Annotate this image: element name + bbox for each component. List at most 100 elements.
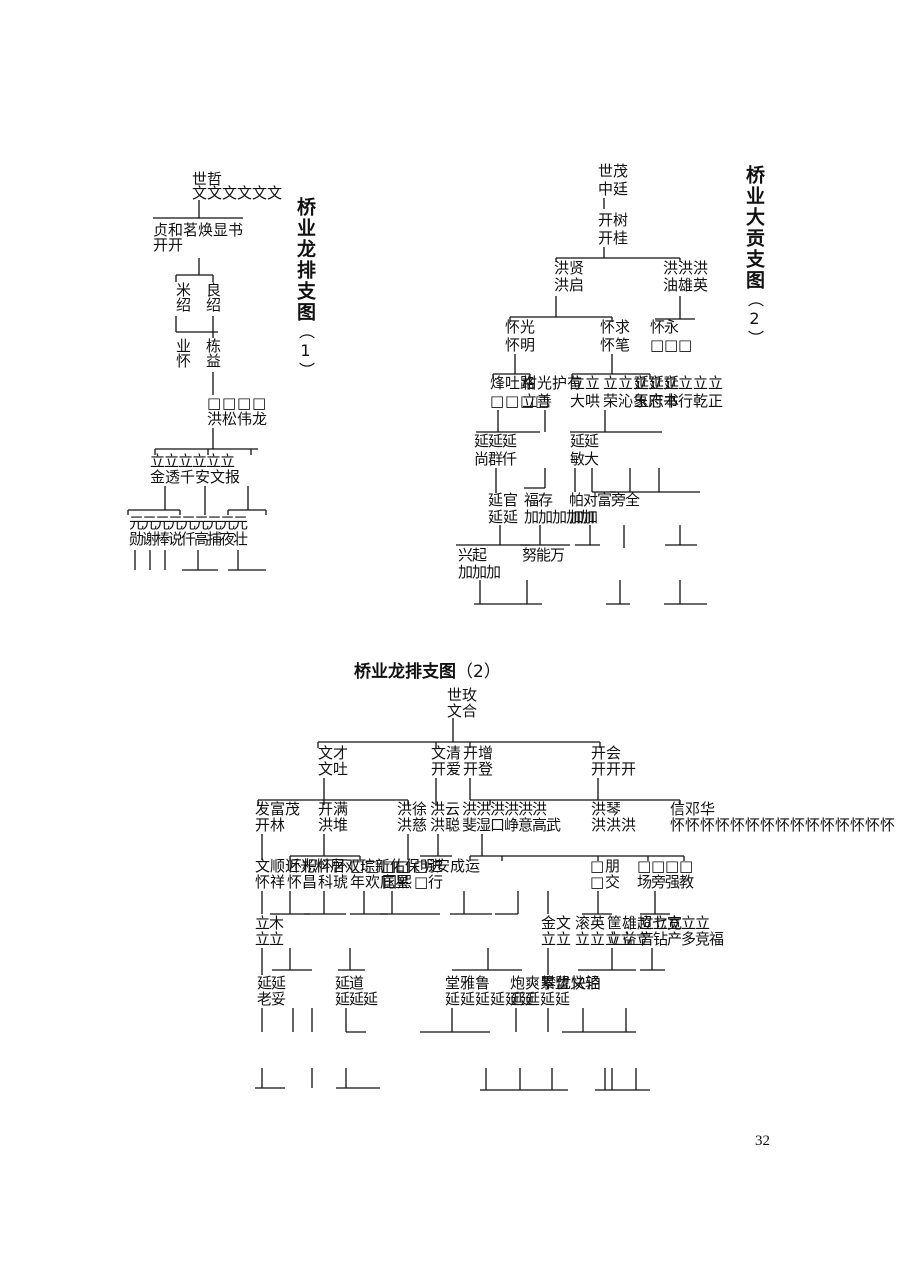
c1-glyph-12-5: 元	[194, 514, 209, 532]
c3-glyph-58-3: 泊	[586, 974, 601, 992]
c2-glyph-36-0: 努	[522, 546, 537, 564]
c1-glyph-2-3: 焕	[198, 221, 213, 239]
c3-glyph-43-1: 立	[556, 930, 571, 948]
c3-glyph-55-5: 延	[520, 990, 535, 1008]
c3-glyph-56-3: 盟	[555, 974, 570, 992]
c3-glyph-31-0: 年	[350, 873, 365, 891]
c3-glyph-15-0: 洪	[397, 816, 412, 834]
c3-glyph-48-4: 立	[695, 914, 710, 932]
c3-glyph-44-0: 滚	[575, 914, 590, 932]
c2-glyph-20-5: 立	[678, 374, 693, 392]
c3-glyph-45-4: 立	[635, 930, 650, 948]
c3-glyph-24-12: 安	[435, 857, 450, 875]
c3-glyph-31-2: 庇	[380, 873, 395, 891]
c3-glyph-19-5: 高	[532, 816, 547, 834]
c1-glyph-13-6: 捕	[207, 530, 222, 548]
c1-glyph-7-1: 益	[206, 352, 221, 370]
c1-glyph-9-1: 松	[222, 410, 237, 428]
c2-glyph-20-1: 立	[618, 374, 633, 392]
c2-glyph-20-0: 立	[603, 374, 618, 392]
c3-glyph-51-0: 老	[257, 990, 272, 1008]
c2-glyph-21-1: 沁	[618, 392, 633, 410]
c1-glyph-13-3: 说	[168, 530, 183, 548]
c3-glyph-52-1: 道	[349, 974, 364, 992]
c1-glyph-5-0: 绍	[176, 296, 191, 314]
c1-glyph-13-7: 夜	[220, 530, 235, 548]
c3-glyph-44-1: 英	[590, 914, 605, 932]
c3-glyph-29-0: 科	[318, 873, 333, 891]
c3-glyph-6-1: 增	[478, 744, 493, 762]
c2-glyph-24-2: 延	[502, 432, 517, 450]
c2-glyph-22-1: 延	[649, 374, 664, 392]
c1-glyph-2-2: 茗	[183, 221, 198, 239]
c1-glyph-1-1: 文	[207, 184, 222, 202]
c3-glyph-18-3: 洪	[504, 800, 519, 818]
c3-glyph-6-0: 开	[463, 744, 478, 762]
c3-glyph-48-2: 立	[667, 914, 682, 932]
c2-glyph-12-0: 怀	[650, 318, 665, 336]
c1-glyph-11-5: 报	[225, 468, 240, 486]
c3-glyph-25-1: 祥	[270, 873, 285, 891]
c2-glyph-28-1: 官	[503, 491, 518, 509]
c3-glyph-53-2: 延	[363, 990, 378, 1008]
c3-glyph-48-3: 立	[681, 914, 696, 932]
c2-glyph-1-0: 中	[598, 180, 613, 198]
c3-glyph-53-0: 延	[335, 990, 350, 1008]
c3-glyph-23-11: 怀	[835, 816, 850, 834]
c3-glyph-55-0: 延	[445, 990, 460, 1008]
c1-glyph-13-2: 棒	[155, 530, 170, 548]
c2-glyph-21-4: 书	[663, 392, 678, 410]
c3-glyph-7-0: 开	[463, 760, 478, 778]
c3-glyph-23-1: 怀	[685, 816, 700, 834]
c2-glyph-20-4: 立	[663, 374, 678, 392]
c3-glyph-45-1: 立	[590, 930, 605, 948]
c3-glyph-11-0: 开	[255, 816, 270, 834]
c3-glyph-3-0: 文	[318, 760, 333, 778]
c2-glyph-21-0: 荣	[603, 392, 618, 410]
c3-glyph-22-0: 信	[670, 800, 685, 818]
c3-glyph-47-0: 立	[607, 930, 622, 948]
c3-glyph-54-0: 堂	[445, 974, 460, 992]
c2-glyph-23-1: 志	[649, 392, 664, 410]
chart2-title-number: （2）	[745, 291, 764, 348]
c3-glyph-4-1: 清	[446, 744, 461, 762]
c3-glyph-19-3: 峥	[504, 816, 519, 834]
c2-glyph-33-1: 加	[583, 508, 598, 526]
c2-glyph-15-3: □	[535, 392, 549, 410]
c2-glyph-5-0: 洪	[554, 276, 569, 294]
c2-glyph-19-0: 大	[570, 392, 585, 410]
c3-glyph-10-2: 茂	[285, 800, 300, 818]
c2-glyph-4-0: 洪	[554, 259, 569, 277]
c3-glyph-49-2: 产	[667, 930, 682, 948]
c3-glyph-10-0: 发	[255, 800, 270, 818]
c2-glyph-22-2: 延	[664, 374, 679, 392]
c1-glyph-1-2: 文	[222, 184, 237, 202]
c3-glyph-55-3: 延	[490, 990, 505, 1008]
c3-glyph-24-14: 运	[465, 857, 480, 875]
c2-glyph-14-2: 路	[520, 374, 535, 392]
c3-glyph-24-7: 琮	[360, 857, 375, 875]
c2-glyph-20-2: 立	[633, 374, 648, 392]
c2-glyph-8-1: 光	[520, 318, 535, 336]
c1-glyph-9-0: 洪	[207, 410, 222, 428]
c1-glyph-1-4: 文	[252, 184, 267, 202]
c1-glyph-12-2: 元	[155, 514, 170, 532]
c3-glyph-16-0: 洪	[430, 800, 445, 818]
c3-glyph-11-1: 林	[270, 816, 285, 834]
c1-glyph-12-7: 元	[220, 514, 235, 532]
c2-glyph-25-1: 群	[488, 450, 503, 468]
c3-glyph-31-1: 欢	[365, 873, 380, 891]
chart3-title-text: 桥业龙排支图	[354, 662, 456, 682]
c2-glyph-29-1: 延	[503, 508, 518, 526]
c2-glyph-32-4: 全	[625, 491, 640, 509]
c2-glyph-1-1: 廷	[613, 180, 628, 198]
c2-glyph-8-0: 怀	[505, 318, 520, 336]
c3-glyph-39-1: 旁	[651, 873, 666, 891]
c1-glyph-9-3: 龙	[252, 410, 267, 428]
c3-glyph-20-1: 琴	[606, 800, 621, 818]
c2-glyph-20-7: 立	[708, 374, 723, 392]
c3-glyph-13-1: 堆	[333, 816, 348, 834]
c3-glyph-42-0: 金	[541, 914, 556, 932]
c3-glyph-20-0: 洪	[591, 800, 606, 818]
c2-glyph-26-0: 延	[570, 432, 585, 450]
